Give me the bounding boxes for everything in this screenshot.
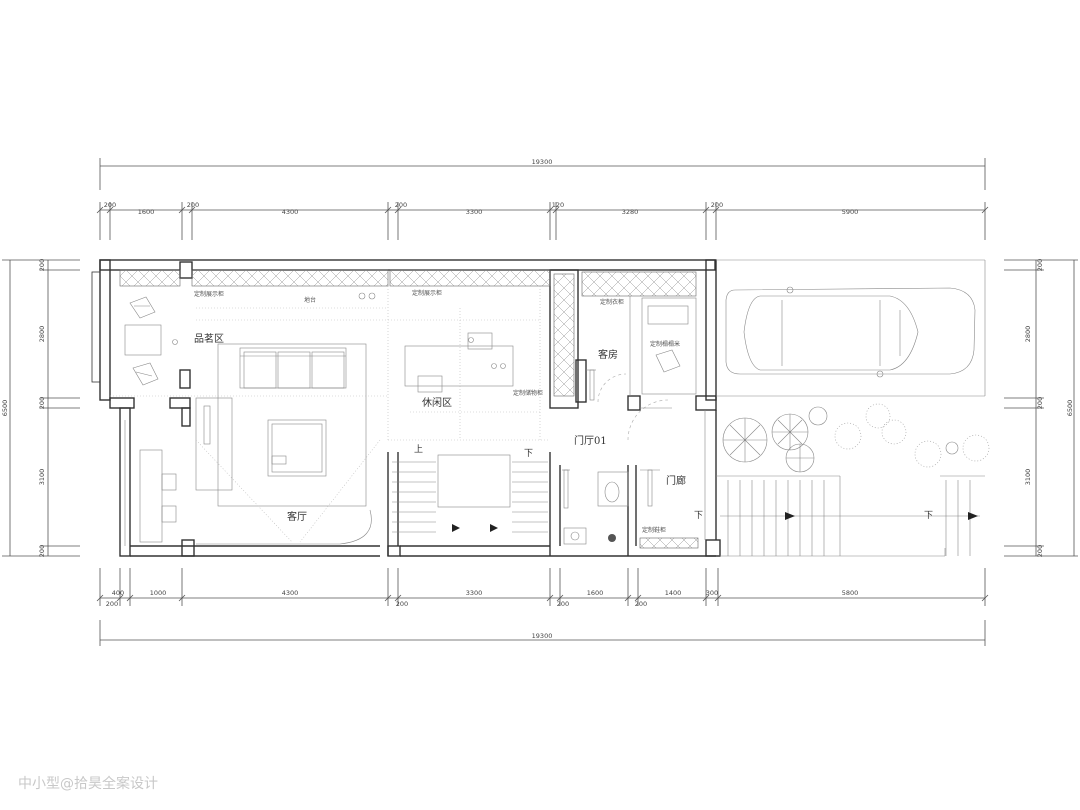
dim-right-2: 200 — [1036, 397, 1044, 409]
dim-total-bottom: 19300 — [532, 632, 553, 640]
dim-top-6: 120 — [552, 201, 564, 209]
room-leisure: 休闲区 — [422, 396, 452, 409]
dim-bottom-9: 1400 — [665, 589, 682, 597]
dim-bottom-2: 1000 — [150, 589, 167, 597]
room-porch: 门廊 — [666, 474, 686, 487]
label-tatami: 定制榻榻米 — [650, 340, 680, 348]
dim-top-5: 3300 — [466, 208, 483, 216]
dim-right-total: 6500 — [1066, 400, 1074, 417]
dim-right-0: 200 — [1036, 259, 1044, 271]
annotations: 定制展示柜 地台 定制展示柜 定制衣柜 定制榻榻米 定制储物柜 定制鞋柜 上 下… — [194, 289, 933, 534]
dim-top-2: 200 — [187, 201, 199, 209]
dim-bottom-7: 1600 — [587, 589, 604, 597]
dim-left-total: 6500 — [1, 400, 9, 417]
label-display-cabinet-1: 定制展示柜 — [194, 290, 224, 298]
room-labels: 品茗区 客厅 休闲区 客房 门厅01 门廊 — [194, 333, 686, 523]
walls — [91, 259, 721, 557]
dim-top-0: 200 — [104, 201, 116, 209]
dim-total-top: 19300 — [532, 158, 553, 166]
watermark: 中小型@拾昊全案设计 — [18, 775, 158, 792]
room-living: 客厅 — [287, 510, 307, 523]
cabinets — [119, 269, 699, 549]
label-shoe-cabinet: 定制鞋柜 — [642, 526, 666, 534]
dim-top-9: 5900 — [842, 208, 859, 216]
label-wardrobe: 定制衣柜 — [600, 298, 624, 306]
top-dimensions: 19300 200 1600 200 4300 200 330 — [96, 158, 989, 240]
bottom-dimensions: 400 200 1000 4300 200 3300 200 1600 200 … — [96, 568, 989, 646]
dim-left-1: 2800 — [38, 326, 46, 343]
porch-steps — [716, 475, 985, 557]
right-dimensions: 200 2800 200 3100 200 6500 — [1004, 259, 1078, 557]
dim-left-2: 200 — [38, 397, 46, 409]
label-storage-cabinet: 定制储物柜 — [513, 389, 543, 397]
room-tea-area: 品茗区 — [194, 333, 224, 345]
dim-bottom-3: 4300 — [282, 589, 299, 597]
dim-top-4: 200 — [395, 201, 407, 209]
dim-left-3: 3100 — [38, 469, 46, 486]
left-dimensions: 200 2800 200 3100 200 6500 — [1, 259, 80, 557]
dim-bottom-8: 200 — [635, 600, 647, 608]
dim-right-4: 200 — [1036, 545, 1044, 557]
dim-bottom-5: 3300 — [466, 589, 483, 597]
room-guest: 客房 — [598, 348, 618, 361]
dim-bottom-4: 200 — [396, 600, 408, 608]
room-foyer: 门厅01 — [574, 434, 607, 447]
dim-bottom-0: 400 — [112, 589, 124, 597]
dim-bottom-1: 200 — [106, 600, 118, 608]
garden-trees — [722, 403, 990, 473]
label-down-2: 下 — [694, 511, 703, 521]
dim-top-3: 4300 — [282, 208, 299, 216]
label-platform: 地台 — [304, 296, 316, 304]
dim-bottom-10: 300 — [706, 589, 718, 597]
dim-left-4: 200 — [38, 545, 46, 557]
garage — [716, 259, 986, 397]
dim-left-0: 200 — [38, 259, 46, 271]
label-display-cabinet-2: 定制展示柜 — [412, 289, 442, 297]
label-down-1: 下 — [524, 449, 533, 459]
dim-bottom-6: 200 — [557, 600, 569, 608]
dim-right-1: 2800 — [1024, 326, 1032, 343]
dim-bottom-11: 5800 — [842, 589, 859, 597]
dim-top-8: 200 — [711, 201, 723, 209]
furniture — [110, 286, 689, 546]
top-ticks — [96, 206, 989, 214]
dim-top-7: 3280 — [622, 208, 639, 216]
label-up: 上 — [414, 444, 423, 455]
dim-top-1: 1600 — [138, 208, 155, 216]
label-down-3: 下 — [924, 511, 933, 521]
dim-right-3: 3100 — [1024, 469, 1032, 486]
